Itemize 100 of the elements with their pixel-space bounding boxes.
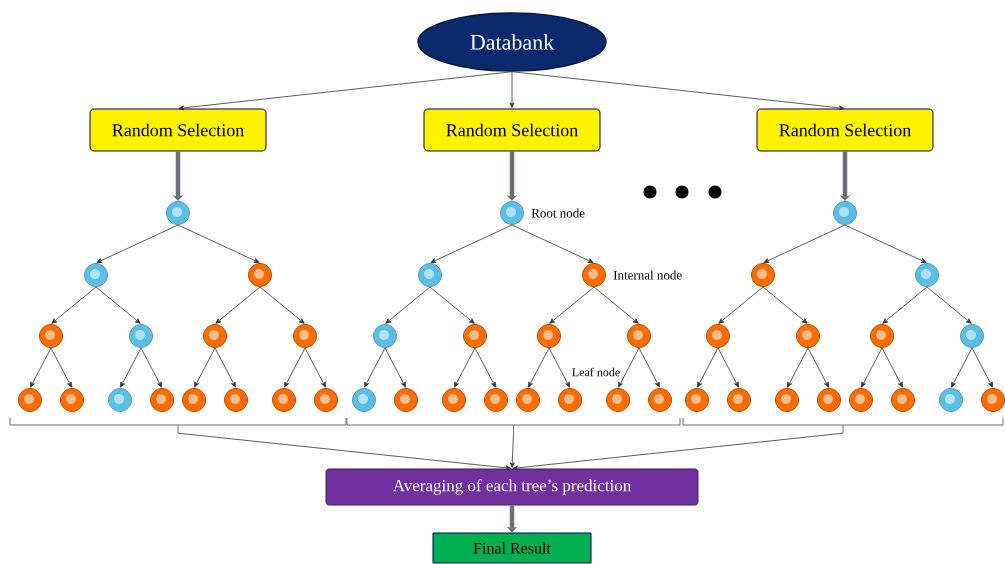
arrow <box>384 347 406 388</box>
bracket <box>682 417 1004 434</box>
selection-box: Random Selection <box>89 108 267 152</box>
tree-node <box>751 263 775 287</box>
tree-node <box>558 388 582 412</box>
arrow <box>511 224 594 263</box>
arrow <box>30 347 52 388</box>
tree-node <box>108 388 132 412</box>
tree-node <box>915 263 939 287</box>
arrow <box>430 224 513 263</box>
tree-node <box>849 388 873 412</box>
arrow <box>178 71 513 111</box>
tree-node <box>796 324 820 348</box>
arrow <box>762 286 808 324</box>
arrow <box>140 347 162 388</box>
tree-node <box>129 324 153 348</box>
tree-node <box>18 388 42 412</box>
tree-node <box>60 388 84 412</box>
arrow <box>385 286 431 324</box>
tree-node <box>442 388 466 412</box>
arrow <box>638 347 660 388</box>
oval-node: Databank <box>417 12 607 72</box>
tree-node <box>182 388 206 412</box>
tree-node <box>870 324 894 348</box>
tree-node <box>39 324 63 348</box>
tree-node <box>84 263 108 287</box>
tree-node <box>685 388 709 412</box>
tree-node <box>939 388 963 412</box>
arrow <box>214 347 236 388</box>
tree-node <box>582 263 606 287</box>
tree-node <box>224 388 248 412</box>
arrow <box>364 347 386 388</box>
bracket <box>346 417 681 434</box>
arrow <box>177 432 512 471</box>
arrow <box>512 432 844 471</box>
tree-node <box>394 388 418 412</box>
tree-node <box>373 324 397 348</box>
arrow <box>593 286 639 324</box>
arrow <box>718 286 764 324</box>
arrow <box>51 286 97 324</box>
annotation-text: Internal node <box>613 270 682 280</box>
process-box: Averaging of each tree’s prediction <box>325 468 699 506</box>
tree-node <box>606 388 630 412</box>
selection-box: Random Selection <box>423 108 601 152</box>
tree-node <box>293 324 317 348</box>
arrow <box>120 347 142 388</box>
tree-node <box>500 201 524 225</box>
arrow <box>881 347 903 388</box>
arrow <box>549 286 595 324</box>
annotation-text: Leaf node <box>572 367 620 377</box>
arrow <box>861 347 883 388</box>
arrow <box>548 347 570 388</box>
arrow <box>787 347 809 388</box>
arrow <box>971 347 993 388</box>
tree-node <box>648 388 672 412</box>
tree-node <box>833 201 857 225</box>
tree-node <box>960 324 984 348</box>
arrow <box>717 347 739 388</box>
arrow <box>50 347 72 388</box>
arrow <box>96 224 179 263</box>
result-box: Final Result <box>432 532 592 564</box>
tree-node <box>418 263 442 287</box>
bracket <box>9 417 347 434</box>
tree-node <box>203 324 227 348</box>
arrow <box>763 224 846 263</box>
tree-node <box>537 324 561 348</box>
arrow <box>807 347 829 388</box>
tree-node <box>314 388 338 412</box>
tree-node <box>891 388 915 412</box>
arrow <box>882 286 928 324</box>
tree-node <box>516 388 540 412</box>
arrow <box>951 347 973 388</box>
arrow <box>95 286 141 324</box>
tree-node <box>272 388 296 412</box>
tree-node <box>248 263 272 287</box>
arrow <box>618 347 640 388</box>
tree-node <box>150 388 174 412</box>
arrow <box>474 347 496 388</box>
tree-node <box>706 324 730 348</box>
annotation-text: Root node <box>531 208 585 218</box>
arrow <box>528 347 550 388</box>
tree-node <box>817 388 841 412</box>
arrow <box>511 71 845 111</box>
arrow <box>215 286 261 324</box>
arrow <box>284 347 306 388</box>
arrow <box>259 286 305 324</box>
arrow <box>454 347 476 388</box>
tree-node <box>981 388 1005 412</box>
tree-node <box>775 388 799 412</box>
tree-node <box>166 201 190 225</box>
arrow <box>429 286 475 324</box>
arrow <box>194 347 216 388</box>
tree-node <box>352 388 376 412</box>
arrow <box>844 224 927 263</box>
tree-node <box>484 388 508 412</box>
arrow <box>697 347 719 388</box>
arrow <box>509 71 515 108</box>
tree-node <box>627 324 651 348</box>
tree-node <box>463 324 487 348</box>
arrow <box>304 347 326 388</box>
